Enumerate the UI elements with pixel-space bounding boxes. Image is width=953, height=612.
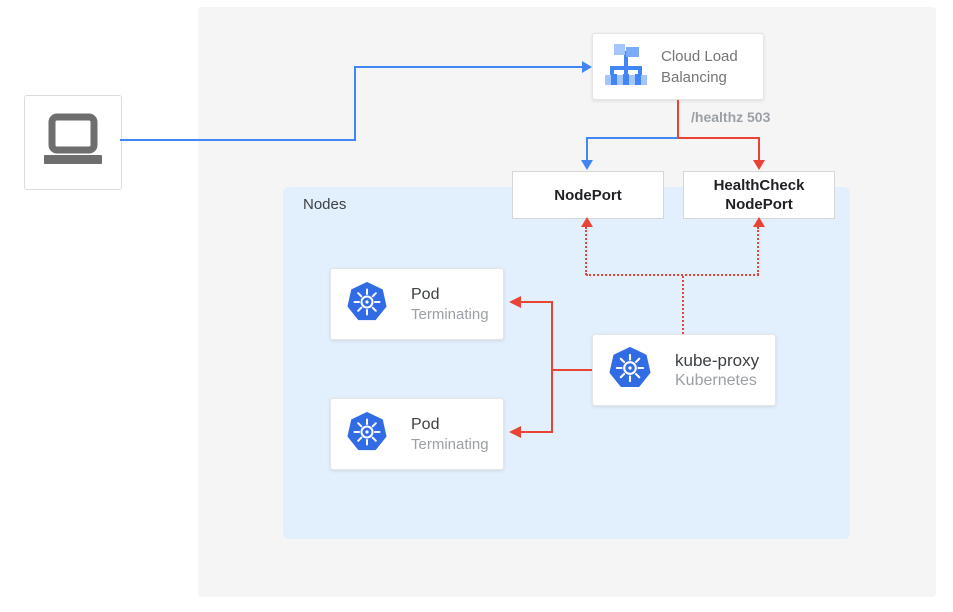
to-pod1-line [520,301,553,303]
kube-proxy-title: kube-proxy [675,350,760,370]
pod-title: Pod [411,285,440,303]
to-hc-nodeport-line [758,137,760,161]
pod-status: Terminating [411,435,489,453]
nodes-group-label: Nodes [303,196,347,213]
cloud-load-balancing-label: Cloud Load Balancing [661,47,738,86]
kube-proxy-to-trunk-line [551,369,592,371]
to-nodeport-line [586,137,588,161]
nodeport-box: NodePort [512,171,664,219]
arrowhead-into-hc-nodeport [753,160,765,170]
arrowhead-into-pod1 [509,296,521,308]
arrowhead-dotted-nodeport [581,217,593,227]
clb-down-line [677,100,679,139]
client-to-clb-line-h2 [354,66,582,68]
kubernetes-icon [347,281,387,327]
pod-status: Terminating [411,305,489,323]
kubernetes-icon [609,346,651,394]
pod-terminating-box-2: Pod Terminating [330,398,504,470]
client-to-clb-line-v [354,66,356,141]
dotted-to-nodeport [585,227,587,275]
cloud-load-balancing-icon [603,42,649,91]
kube-proxy-subtitle: Kubernetes [675,371,757,389]
arrowhead-into-clb [582,61,592,73]
healthz-503-label: /healthz 503 [691,109,771,125]
kube-proxy-dotted-up [682,276,684,334]
junction-line-red [678,137,760,139]
junction-line-blue [586,137,678,139]
arrowhead-into-pod2 [509,426,521,438]
pods-trunk-line [551,301,553,433]
laptop-icon [41,113,105,172]
client-to-clb-line-h1 [120,139,356,141]
kube-proxy-dotted-horizontal [586,274,759,276]
kube-proxy-box: kube-proxy Kubernetes [592,334,776,406]
pod-terminating-box-1: Pod Terminating [330,268,504,340]
cloud-load-balancing-box: Cloud Load Balancing [592,33,764,100]
kubernetes-icon [347,411,387,457]
healthcheck-nodeport-box: HealthCheck NodePort [683,171,835,219]
pod-title: Pod [411,415,440,433]
dotted-to-hc-nodeport [757,227,759,275]
nodeport-label: NodePort [554,186,622,204]
arrowhead-dotted-hc-nodeport [753,217,765,227]
arrowhead-into-nodeport [581,160,593,170]
to-pod2-line [520,431,553,433]
client-box [24,95,122,190]
